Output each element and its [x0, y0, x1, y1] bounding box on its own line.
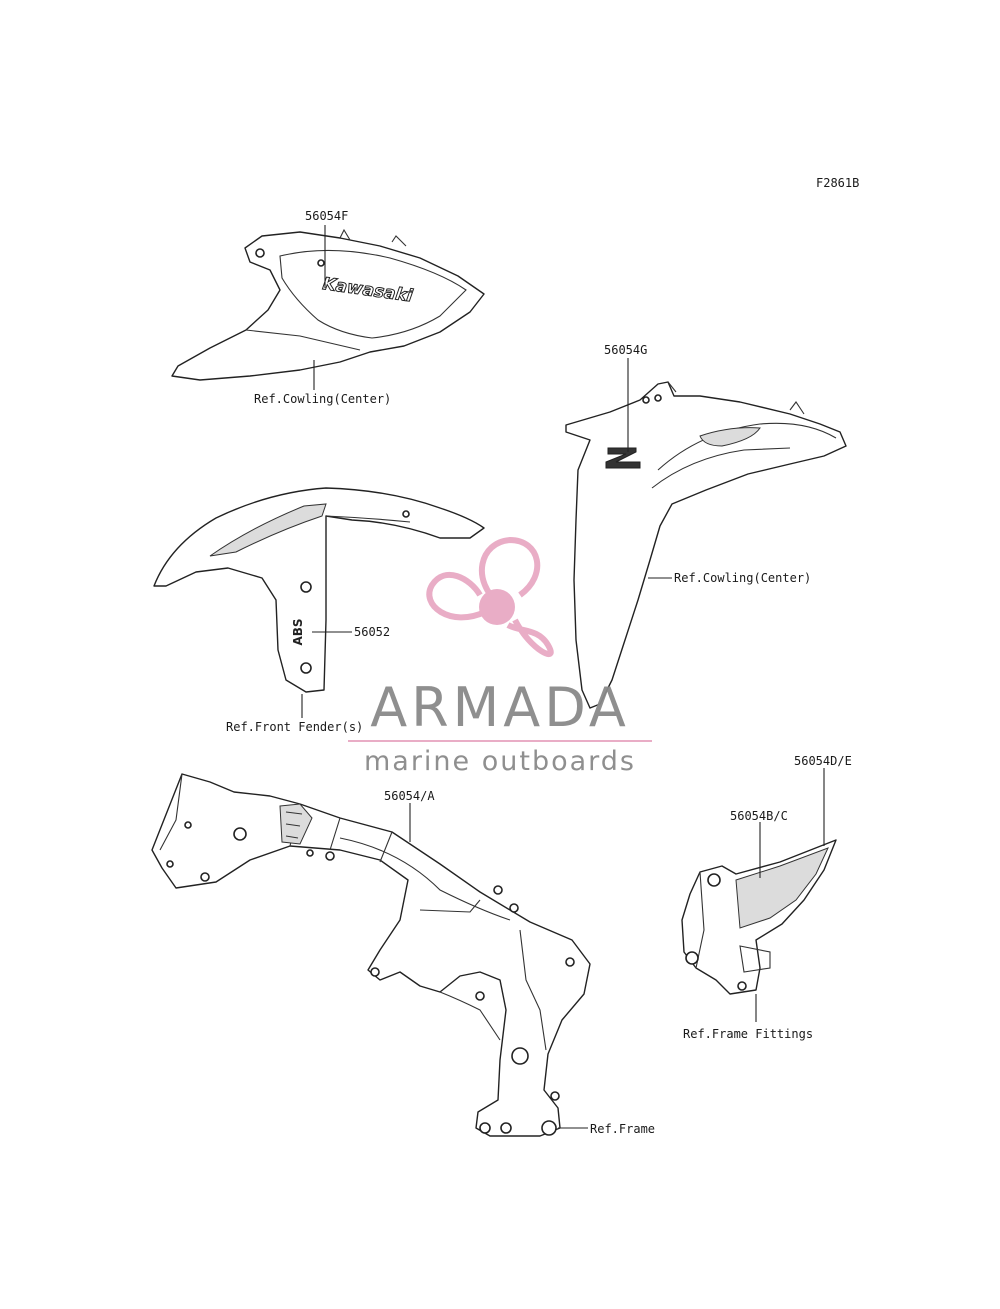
frame-fitting	[681, 839, 837, 995]
frame	[151, 773, 591, 1137]
propeller-hub	[479, 589, 515, 625]
cowling-left: Kawasaki	[171, 228, 485, 381]
armada-watermark: ARMADA marine outboards	[348, 536, 652, 777]
label-fender-ref: Ref.Front Fender(s)	[226, 720, 363, 734]
label-56052: 56052	[354, 625, 390, 639]
label-56054G: 56054G	[604, 343, 647, 357]
label-cowl-right-ref: Ref.Cowling(Center)	[674, 571, 811, 585]
label-56054BC: 56054B/C	[730, 809, 788, 823]
figure-id: F2861B	[816, 176, 859, 190]
label-frame-ref: Ref.Frame	[590, 1122, 655, 1136]
front-fender: ABS	[153, 487, 485, 693]
svg-text:Z: Z	[640, 448, 641, 450]
label-56054DE: 56054D/E	[794, 754, 852, 768]
z-logo-decal: Z	[605, 447, 641, 469]
label-56054A: 56054/A	[384, 789, 435, 803]
propeller-logo	[426, 536, 554, 658]
watermark-tagline: marine outboards	[364, 746, 636, 777]
abs-decal: ABS	[291, 618, 305, 645]
label-fitting-ref: Ref.Frame Fittings	[683, 1027, 813, 1041]
label-56054F: 56054F	[305, 209, 348, 223]
label-cowl-left-ref: Ref.Cowling(Center)	[254, 392, 391, 406]
cowling-right: Z	[565, 381, 847, 709]
watermark-brand: ARMADA	[370, 676, 630, 739]
svg-text:ABS: ABS	[291, 618, 305, 645]
